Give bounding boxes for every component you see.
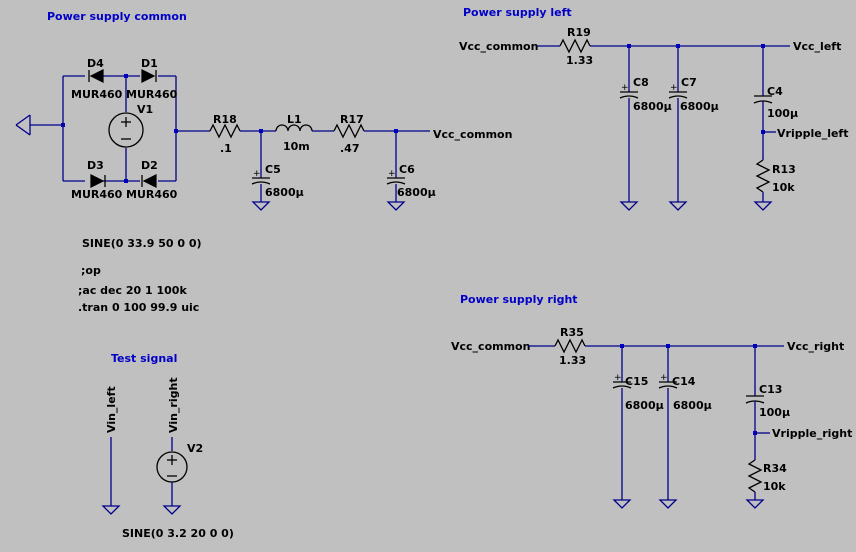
c5-value: 6800µ <box>265 186 304 199</box>
diode-d4[interactable]: D4 MUR460 <box>71 57 123 101</box>
section-title-test: Test signal <box>111 352 177 365</box>
c8-value: 6800µ <box>633 100 672 113</box>
l1-value: 10m <box>283 140 310 153</box>
resistor-r34[interactable]: R34 10k <box>746 459 787 509</box>
c6-value: 6800µ <box>397 186 436 199</box>
section-title-left: Power supply left <box>463 6 572 19</box>
diode-d3[interactable]: D3 MUR460 <box>71 159 123 201</box>
r19-value: 1.33 <box>566 54 593 67</box>
directive-ac[interactable]: ;ac dec 20 1 100k <box>78 284 187 297</box>
net-label-vin-right: Vin_right <box>167 377 180 433</box>
d4-ref: D4 <box>87 57 104 70</box>
c6-ref: C6 <box>399 163 415 176</box>
r19-ref: R19 <box>567 26 591 39</box>
d4-value: MUR460 <box>71 88 123 101</box>
capacitor-c15[interactable]: C15 6800µ <box>612 346 664 509</box>
capacitor-c6[interactable]: C6 6800µ <box>386 131 436 211</box>
capacitor-c14[interactable]: C14 6800µ <box>658 346 712 509</box>
r17-ref: R17 <box>340 113 364 126</box>
section-title-right: Power supply right <box>460 293 578 306</box>
r13-ref: R13 <box>772 163 796 176</box>
net-label-vcc-right: Vcc_right <box>787 340 844 353</box>
d3-value: MUR460 <box>71 188 123 201</box>
resistor-r17[interactable]: R17 .47 <box>333 113 365 155</box>
d1-value: MUR460 <box>126 88 178 101</box>
common-filter[interactable]: R18 .1 L1 10m R17 .47 Vcc_common C5 6800… <box>176 113 512 211</box>
r34-value: 10k <box>763 480 786 493</box>
v1-ref: V1 <box>137 103 153 116</box>
c15-ref: C15 <box>625 375 648 388</box>
capacitor-c7[interactable]: C7 6800µ <box>668 46 719 211</box>
r35-value: 1.33 <box>559 354 586 367</box>
v2-value: SINE(0 3.2 20 0 0) <box>122 527 234 540</box>
diode-d1[interactable]: D1 MUR460 <box>126 57 178 101</box>
r17-value: .47 <box>340 142 360 155</box>
c14-ref: C14 <box>672 375 696 388</box>
net-label-vripple-left: Vripple_left <box>777 127 848 140</box>
c7-value: 6800µ <box>680 100 719 113</box>
c15-value: 6800µ <box>625 399 664 412</box>
diode-d2[interactable]: D2 MUR460 <box>126 159 178 201</box>
c7-ref: C7 <box>681 76 697 89</box>
d2-value: MUR460 <box>126 188 178 201</box>
r35-ref: R35 <box>560 326 584 339</box>
v1-value: SINE(0 33.9 50 0 0) <box>82 237 202 250</box>
c13-value: 100µ <box>759 406 790 419</box>
net-label-vcc-left: Vcc_left <box>793 40 841 53</box>
resistor-r35[interactable]: R35 1.33 <box>554 326 586 367</box>
c8-ref: C8 <box>633 76 649 89</box>
power-supply-left[interactable]: Vcc_common R19 1.33 Vcc_left C8 6800µ C7 <box>459 26 848 211</box>
power-supply-right[interactable]: Vcc_common R35 1.33 Vcc_right C15 6800µ … <box>451 326 852 509</box>
voltage-source-v2[interactable]: V2 <box>156 442 203 515</box>
net-label-vin-left: Vin_left <box>105 386 118 433</box>
inductor-l1[interactable]: L1 10m <box>275 113 313 153</box>
r13-value: 10k <box>772 181 795 194</box>
d3-ref: D3 <box>87 159 104 172</box>
capacitor-c4[interactable]: C4 100µ <box>753 46 798 160</box>
r34-ref: R34 <box>763 462 787 475</box>
v2-ref: V2 <box>187 442 203 455</box>
test-signal[interactable]: Vin_left Vin_right V2 SINE(0 3.2 20 0 0) <box>102 377 234 540</box>
bridge-rectifier[interactable]: D4 MUR460 D1 MUR460 D3 MUR460 D2 MUR460 <box>15 57 178 201</box>
directive-tran[interactable]: .tran 0 100 99.9 uic <box>78 301 199 314</box>
d2-ref: D2 <box>141 159 158 172</box>
c5-ref: C5 <box>265 163 281 176</box>
r18-ref: R18 <box>213 113 237 126</box>
capacitor-c8[interactable]: C8 6800µ <box>619 46 672 211</box>
net-label-vcc-common-left: Vcc_common <box>459 40 538 53</box>
net-label-vcc-common-right: Vcc_common <box>451 340 530 353</box>
resistor-r18[interactable]: R18 .1 <box>209 113 241 155</box>
voltage-source-v1[interactable]: V1 <box>108 76 153 181</box>
net-label-vripple-right: Vripple_right <box>772 427 852 440</box>
r18-value: .1 <box>220 142 232 155</box>
d1-ref: D1 <box>141 57 158 70</box>
directive-op[interactable]: ;op <box>81 264 101 277</box>
capacitor-c5[interactable]: C5 6800µ <box>251 131 304 211</box>
section-title-common: Power supply common <box>47 10 187 23</box>
capacitor-c13[interactable]: C13 100µ <box>745 346 790 460</box>
l1-ref: L1 <box>287 113 302 126</box>
resistor-r19[interactable]: R19 1.33 <box>559 26 593 67</box>
resistor-r13[interactable]: R13 10k <box>754 159 796 211</box>
c14-value: 6800µ <box>673 399 712 412</box>
net-label-vcc-common: Vcc_common <box>433 128 512 141</box>
c13-ref: C13 <box>759 383 782 396</box>
c4-ref: C4 <box>767 85 783 98</box>
c4-value: 100µ <box>767 107 798 120</box>
